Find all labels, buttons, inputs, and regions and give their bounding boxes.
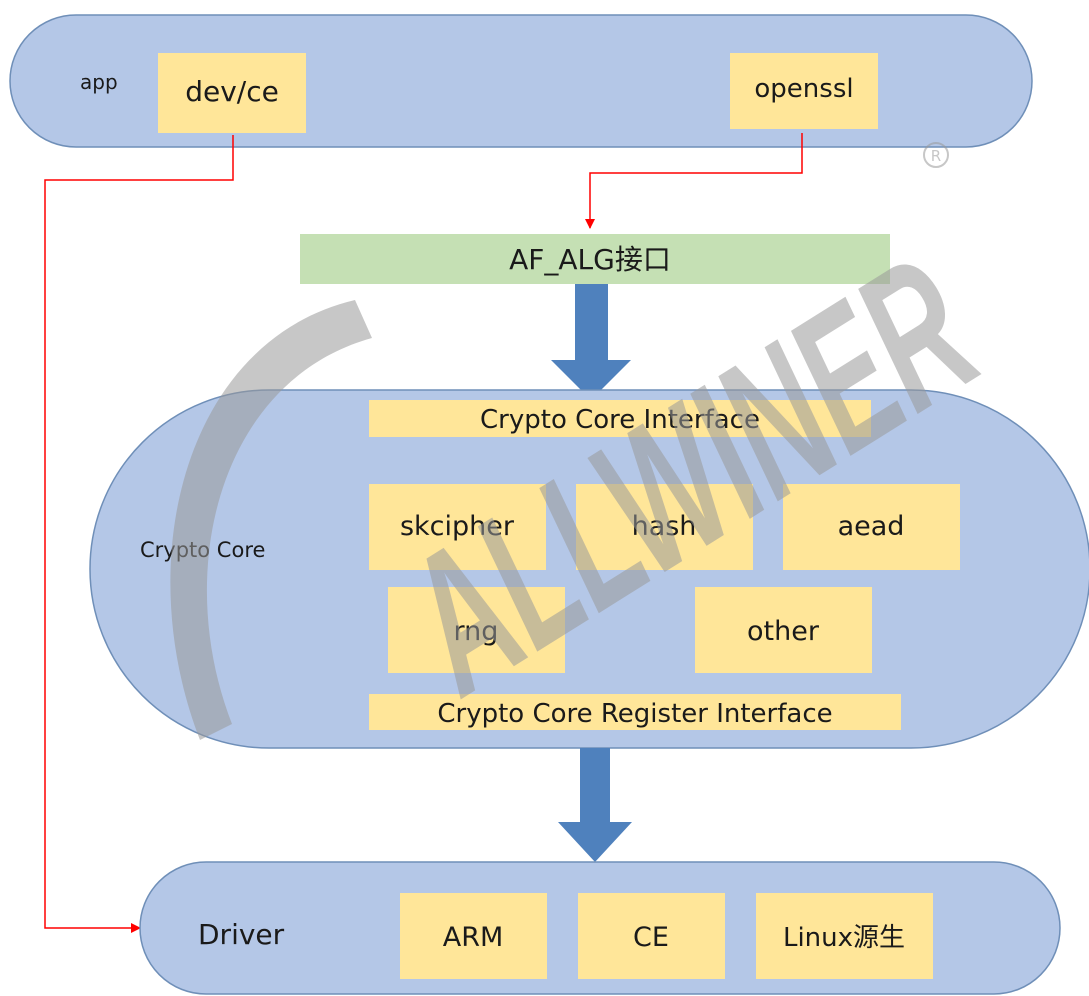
hash-box[interactable] (576, 484, 753, 570)
core-to-driver-arrow (558, 748, 632, 862)
registered-mark-letter: R (931, 147, 941, 165)
other-box[interactable] (695, 587, 872, 673)
arm-box[interactable] (400, 893, 547, 979)
devce-to-driver-connector (44, 135, 234, 933)
rng-box[interactable] (388, 587, 565, 673)
arm-label: ARM (443, 922, 504, 953)
openssl-label: openssl (754, 74, 853, 104)
linux-native-label: Linux源生 (783, 923, 905, 953)
driver-label: Driver (198, 918, 285, 951)
af-alg-label: AF_ALG接口 (509, 243, 671, 276)
openssl-to-afalg-connector (585, 133, 803, 229)
crypto-core-register-interface-box[interactable] (369, 694, 901, 730)
crypto-core-register-interface-label: Crypto Core Register Interface (437, 699, 832, 729)
rng-label: rng (454, 616, 499, 647)
crypto-core-label: Crypto Core (140, 538, 265, 562)
hash-label: hash (632, 511, 697, 542)
crypto-core-interface-label: Crypto Core Interface (480, 405, 760, 435)
crypto-core-interface-box[interactable] (369, 400, 871, 437)
devce-box[interactable] (158, 53, 306, 133)
aead-box[interactable] (783, 484, 960, 570)
linux-native-box[interactable] (756, 893, 933, 979)
ce-label: CE (633, 922, 669, 953)
aead-label: aead (838, 511, 905, 542)
afalg-to-core-arrow (551, 284, 631, 400)
devce-label: dev/ce (185, 75, 279, 108)
other-label: other (747, 616, 820, 647)
ce-box[interactable] (578, 893, 725, 979)
openssl-box[interactable] (730, 53, 878, 129)
skcipher-label: skcipher (400, 511, 515, 542)
skcipher-box[interactable] (369, 484, 546, 570)
app-layer-label: app (80, 70, 118, 94)
af-alg-bar[interactable] (300, 234, 890, 284)
